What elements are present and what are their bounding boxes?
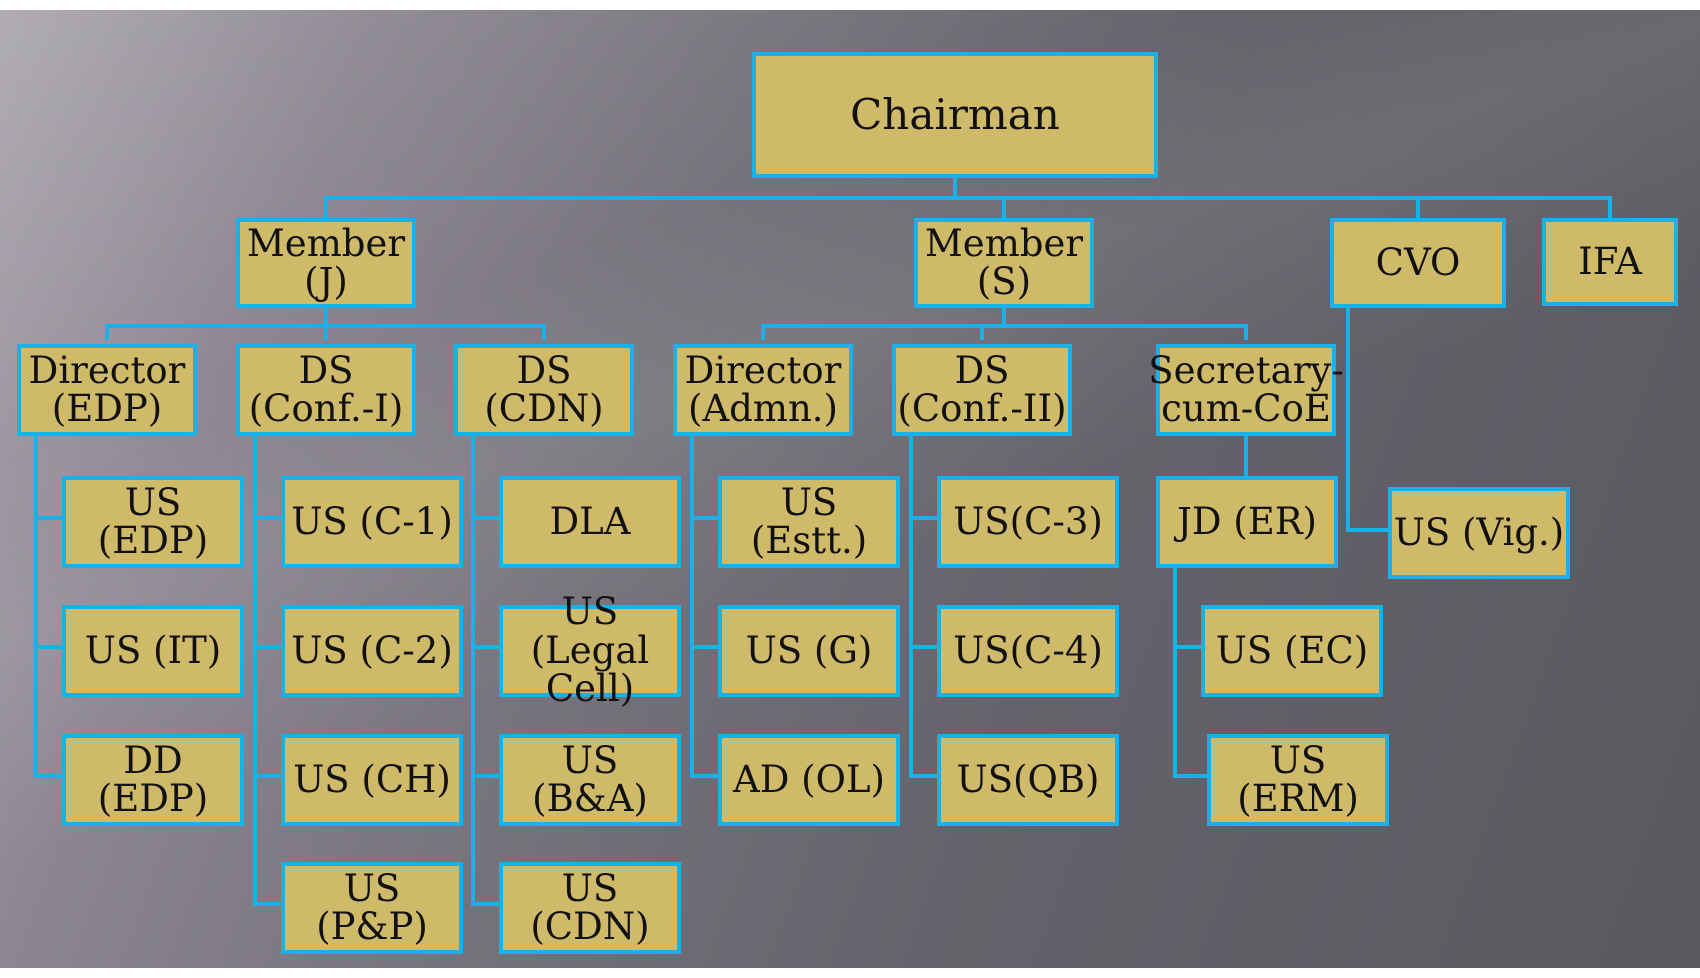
jd-er-box: JD (ER) bbox=[1156, 476, 1338, 568]
connector-lines bbox=[34, 176, 1612, 906]
ds-conf-1-box: DS (Conf.-I) bbox=[236, 344, 416, 436]
member-s-box: Member (S) bbox=[914, 218, 1094, 308]
org-chart-slide: Chairman Member (J) Member (S) CVO IFA D… bbox=[0, 10, 1700, 968]
chairman-box: Chairman bbox=[752, 52, 1158, 178]
us-c1-box: US (C-1) bbox=[281, 476, 463, 568]
us-cdn-box: US (CDN) bbox=[499, 862, 681, 954]
ds-conf-2-box: DS (Conf.-II) bbox=[892, 344, 1072, 436]
us-ch-box: US (CH) bbox=[281, 734, 463, 826]
us-qb-box: US(QB) bbox=[937, 734, 1119, 826]
us-vig-box: US (Vig.) bbox=[1388, 487, 1570, 579]
ds-cdn-box: DS (CDN) bbox=[454, 344, 634, 436]
member-j-box: Member (J) bbox=[236, 218, 416, 308]
ifa-box: IFA bbox=[1542, 218, 1678, 306]
dd-edp-box: DD (EDP) bbox=[62, 734, 244, 826]
us-edp-box: US (EDP) bbox=[62, 476, 244, 568]
dla-box: DLA bbox=[499, 476, 681, 568]
us-legal-cell-box: US (Legal Cell) bbox=[499, 593, 681, 708]
us-it-box: US (IT) bbox=[62, 605, 244, 697]
director-admn-box: Director (Admn.) bbox=[673, 344, 853, 436]
secretary-coe-box: Secretary- cum-CoE bbox=[1148, 344, 1344, 436]
us-c2-box: US (C-2) bbox=[281, 605, 463, 697]
director-edp-box: Director (EDP) bbox=[17, 344, 197, 436]
us-g-box: US (G) bbox=[718, 605, 900, 697]
us-estt-box: US (Estt.) bbox=[718, 476, 900, 568]
ad-ol-box: AD (OL) bbox=[718, 734, 900, 826]
us-c3-box: US(C-3) bbox=[937, 476, 1119, 568]
us-ec-box: US (EC) bbox=[1201, 605, 1383, 697]
us-c4-box: US(C-4) bbox=[937, 605, 1119, 697]
cvo-box: CVO bbox=[1330, 218, 1506, 308]
us-ba-box: US (B&A) bbox=[499, 734, 681, 826]
us-erm-box: US (ERM) bbox=[1207, 734, 1389, 826]
us-pp-box: US (P&P) bbox=[281, 862, 463, 954]
